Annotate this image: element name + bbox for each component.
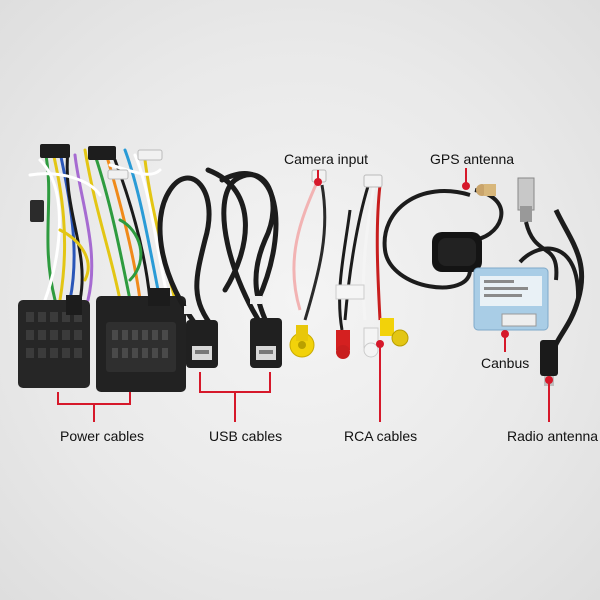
power-harness xyxy=(18,144,186,392)
label-power-cables: Power cables xyxy=(60,428,145,444)
radio-antenna xyxy=(517,177,585,386)
rca-cables xyxy=(335,174,409,359)
label-camera-input: Camera input xyxy=(284,151,369,167)
usb-plugs xyxy=(184,296,282,368)
gps-antenna xyxy=(382,184,504,290)
callout-dots xyxy=(314,178,553,384)
label-radio-antenna: Radio antenna xyxy=(507,428,599,444)
label-rca-cables: RCA cables xyxy=(344,428,418,444)
label-canbus: Canbus xyxy=(481,355,530,371)
callout-lines xyxy=(57,168,550,422)
label-usb-cables: USB cables xyxy=(209,428,283,444)
camera-input-cable xyxy=(289,169,327,358)
usb-cables xyxy=(157,167,279,333)
label-gps-antenna: GPS antenna xyxy=(430,151,515,167)
canbus-box xyxy=(473,246,581,331)
